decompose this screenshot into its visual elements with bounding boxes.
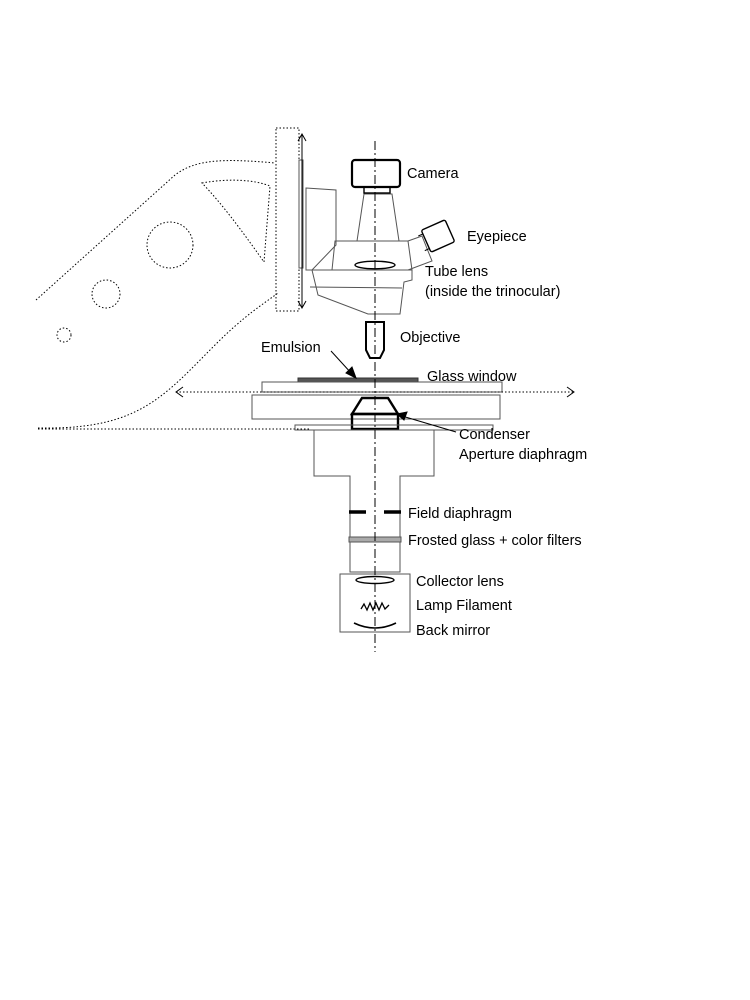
objective-label: Objective xyxy=(400,330,460,346)
eyepiece-outer xyxy=(421,219,455,253)
focus-rail-plate xyxy=(275,127,300,312)
tube-lens-note-label: (inside the trinocular) xyxy=(425,284,560,300)
microscope-arm xyxy=(35,160,310,430)
trinocular-head xyxy=(305,187,433,315)
emulsion-label: Emulsion xyxy=(261,340,321,356)
focus-rail-bar xyxy=(298,159,304,269)
eyepiece-tube xyxy=(407,235,433,271)
glass-window-label: Glass window xyxy=(427,369,517,385)
focus-arrow-down-head xyxy=(297,300,307,310)
stage xyxy=(175,377,575,420)
tube-lens-label: Tube lens xyxy=(425,264,488,280)
camera-icon xyxy=(350,158,402,194)
field-diaphragm-label: Field diaphragm xyxy=(408,506,512,522)
housing-top-flange xyxy=(294,424,494,431)
stage-arrow-right-head xyxy=(566,386,575,398)
head-lower-prism xyxy=(311,269,413,315)
eyepiece-ring-2 xyxy=(424,248,430,252)
arm-cutout-window xyxy=(200,179,271,264)
focus-rail xyxy=(275,127,307,312)
frosted-glass-label: Frosted glass + color filters xyxy=(408,533,582,549)
stage-plate xyxy=(251,394,501,420)
emulsion-leader-head xyxy=(345,366,357,380)
eyepiece-label: Eyepiece xyxy=(467,229,527,245)
glass-window-icon xyxy=(261,381,503,393)
collector-lens-label: Collector lens xyxy=(416,574,504,590)
head-lower-edge xyxy=(309,286,403,289)
arm-hole-large xyxy=(146,221,194,269)
back-mirror-icon xyxy=(353,622,397,629)
arm-hole-small xyxy=(56,327,72,343)
camera-tube xyxy=(356,193,400,242)
arm-upper-edge xyxy=(35,160,276,301)
focus-arrow-up-head xyxy=(297,132,307,142)
eyepiece-icon xyxy=(418,219,455,253)
aperture-diaphragm-label: Aperture diaphragm xyxy=(459,447,587,463)
camera-mount xyxy=(363,186,391,194)
arm-lower-edge xyxy=(38,292,279,429)
condenser-leader xyxy=(401,415,457,433)
condenser-label: Condenser xyxy=(459,427,530,443)
lamp-filament-label: Lamp Filament xyxy=(416,598,512,614)
eyepiece-ring xyxy=(418,233,424,237)
back-mirror-label: Back mirror xyxy=(416,623,490,639)
emulsion-layer xyxy=(297,377,419,383)
head-arm-connector xyxy=(305,187,337,271)
leader-arrows xyxy=(330,350,457,433)
objective-icon xyxy=(365,321,385,359)
condenser-leader-head xyxy=(395,411,408,421)
camera-body xyxy=(350,158,402,189)
housing-upper-block xyxy=(313,430,435,573)
camera-label: Camera xyxy=(407,166,460,182)
stage-arrow-left-head xyxy=(175,386,184,398)
trinocular-body xyxy=(331,240,413,271)
arm-hole-medium xyxy=(91,279,121,309)
